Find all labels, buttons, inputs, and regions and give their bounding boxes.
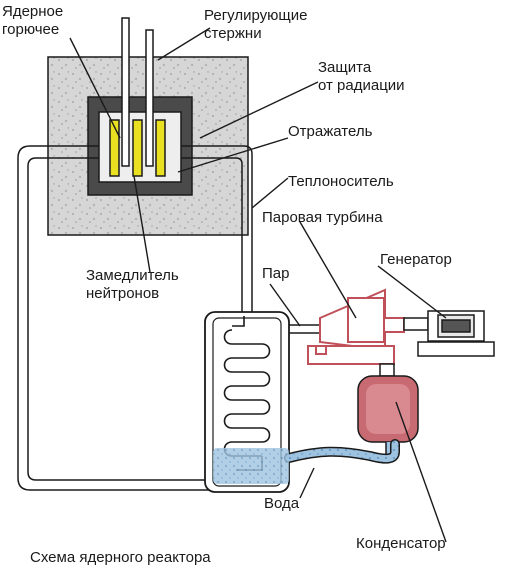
coolant-label: Теплоноситель (288, 173, 394, 190)
steam-turbine (307, 288, 405, 365)
leader-lines (69, 27, 447, 543)
condenser-label: Конденсатор (356, 535, 446, 552)
water-pipe (213, 439, 400, 484)
nuclear-fuel-label: Ядерное (2, 3, 63, 20)
moderator-label: Замедлитель (86, 267, 179, 284)
water-label: Вода (264, 495, 300, 512)
generator-label: Генератор (380, 251, 452, 268)
reflector-label: Отражатель (288, 123, 373, 140)
control-rods (121, 17, 154, 167)
control-rods-label-2: стержни (204, 25, 262, 42)
coolant-loop (17, 145, 253, 491)
radiation-shield-label: Защита (318, 59, 372, 76)
steam-turbine-label: Паровая турбина (262, 209, 383, 226)
steam-generator (204, 311, 290, 493)
radiation-shield-label-2: от радиации (318, 77, 405, 94)
control-rods-label: Регулирующие (204, 7, 307, 24)
turbine-shaft (403, 317, 429, 331)
moderator-label-2: нейтронов (86, 285, 159, 302)
diagram-caption: Схема ядерного реактора (30, 549, 211, 566)
nuclear-fuel-label-2: горючее (2, 21, 59, 38)
fuel-rods (109, 119, 166, 177)
generator (417, 310, 495, 357)
steam-pipe (289, 324, 320, 334)
turbine-condenser-connector (379, 363, 395, 377)
steam-label: Пар (262, 265, 289, 282)
condenser (357, 375, 419, 459)
